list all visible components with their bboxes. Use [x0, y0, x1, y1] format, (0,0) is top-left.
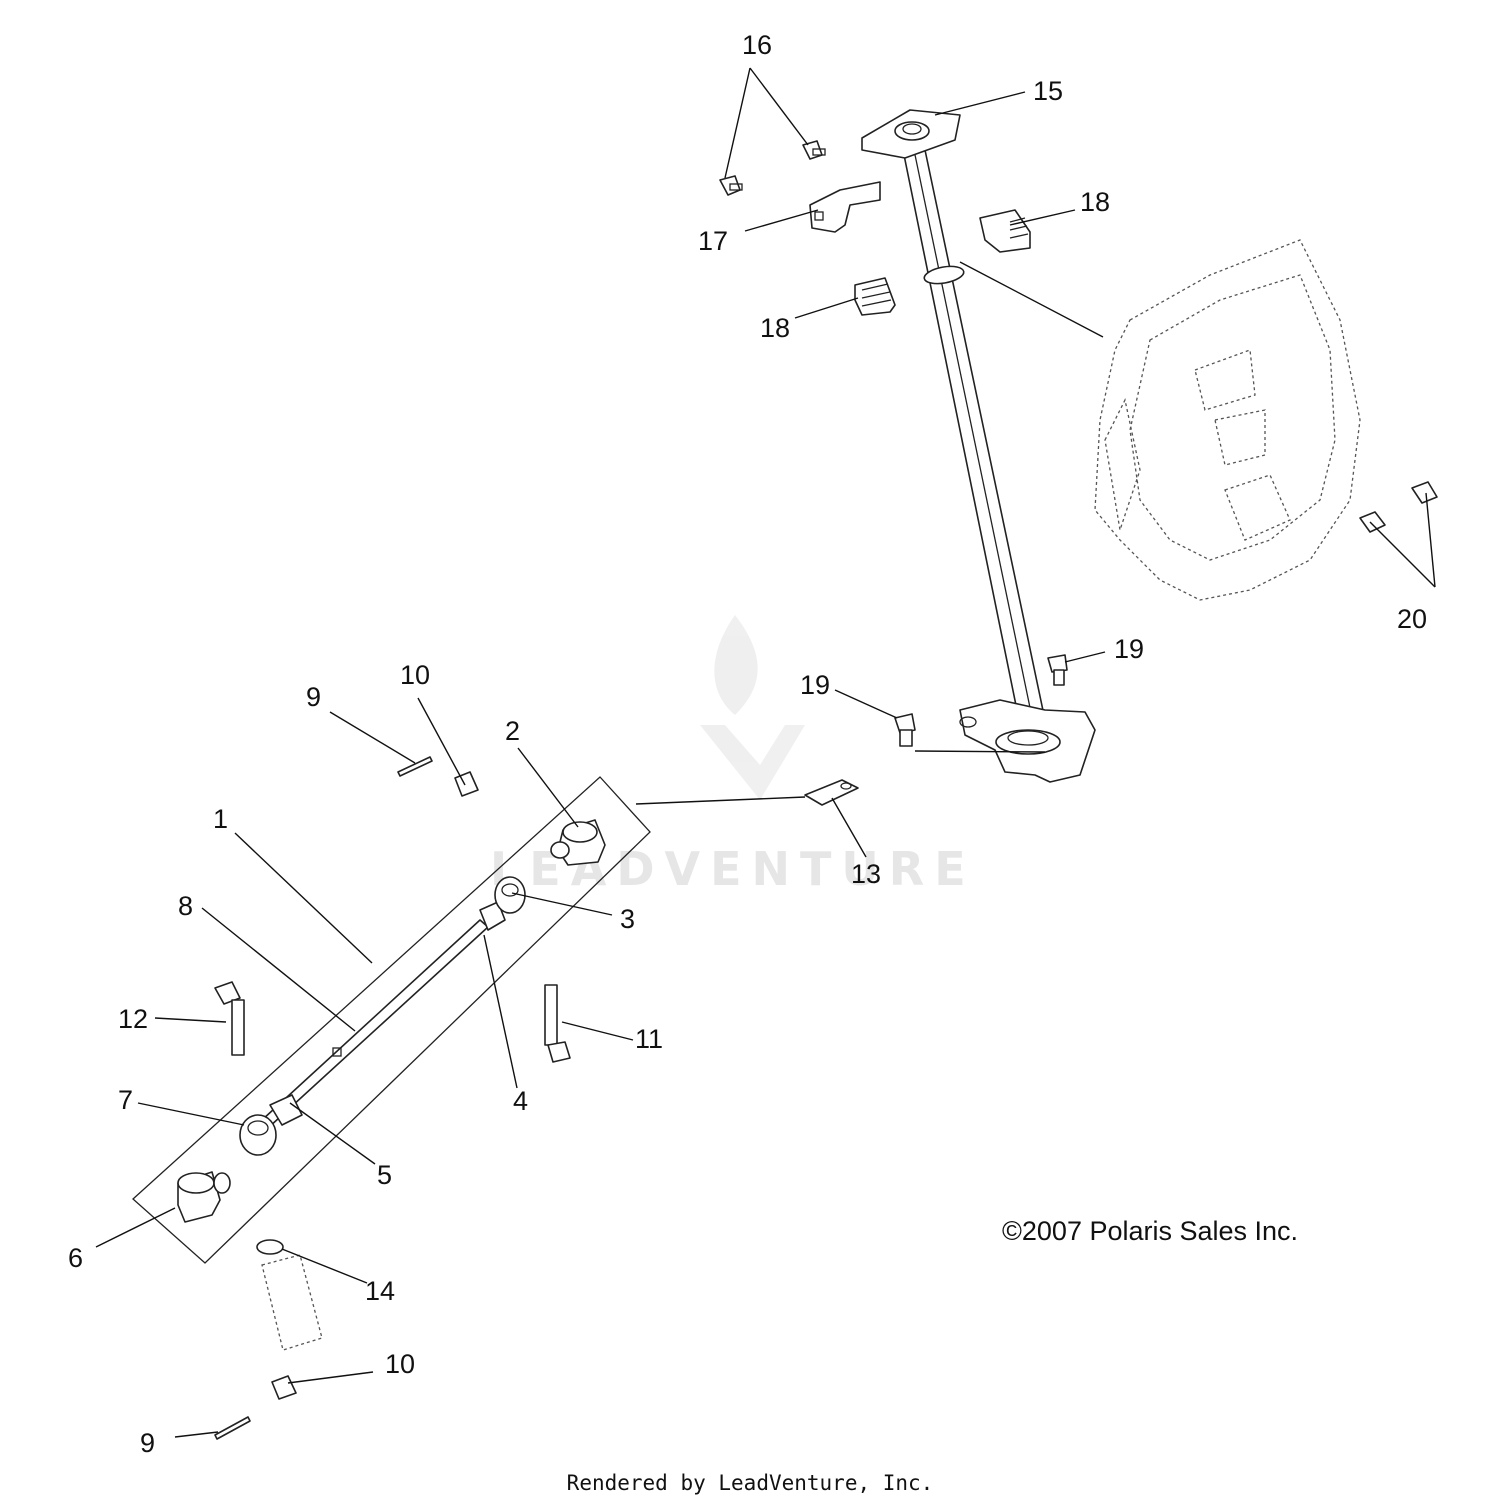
callout-18-upper: 18: [1080, 187, 1110, 217]
part-17-clamp-bracket: [809, 181, 881, 233]
part-6-rod-end-lower: [177, 1171, 231, 1223]
leadventure-watermark-logo: [700, 615, 805, 800]
part-18-bushing-lower: [854, 277, 896, 316]
callout-10-upper: 10: [400, 660, 430, 690]
callout-20: 20: [1397, 604, 1427, 634]
tie-rod-assembly: [239, 876, 526, 1156]
callout-4: 4: [513, 1086, 528, 1116]
part-9-cotter-pins: [214, 756, 433, 1440]
callout-labels: 16 15 18 17 18 20 19 19 10 9 2 1 13 8 3 …: [68, 30, 1427, 1458]
callout-19-right: 19: [1114, 634, 1144, 664]
callout-3: 3: [620, 904, 635, 934]
part-10-nut-lower: [271, 1375, 297, 1400]
callout-2: 2: [505, 716, 520, 746]
copyright-notice: ©2007 Polaris Sales Inc.: [1002, 1216, 1298, 1246]
callout-8: 8: [178, 891, 193, 921]
callout-9-upper: 9: [306, 682, 321, 712]
callout-9-lower: 9: [140, 1428, 155, 1458]
part-2-rod-end-upper: [550, 819, 606, 866]
rendered-by-footer: Rendered by LeadVenture, Inc.: [567, 1471, 934, 1495]
callout-14: 14: [365, 1276, 395, 1306]
callout-15: 15: [1033, 76, 1063, 106]
part-12-bolt: [214, 981, 245, 1056]
part-18-bushing-upper: [979, 209, 1031, 253]
steering-gearbox-lower: [959, 699, 1096, 783]
callout-19-left: 19: [800, 670, 830, 700]
part-20-nuts: [1359, 481, 1438, 533]
leader-lines: [95, 67, 1436, 1438]
tie-rod-kit-outline: [132, 776, 651, 1264]
part-13-tab-plate: [804, 779, 859, 806]
callout-12: 12: [118, 1004, 148, 1034]
callout-18-lower: 18: [760, 313, 790, 343]
callout-6: 6: [68, 1243, 83, 1273]
part-14-washer-sleeve: [256, 1239, 323, 1351]
part-11-bolt: [544, 984, 571, 1063]
callout-13: 13: [851, 859, 881, 889]
part-16-bolts: [719, 140, 826, 196]
callout-7: 7: [118, 1085, 133, 1115]
callout-5: 5: [377, 1160, 392, 1190]
callout-11: 11: [635, 1024, 663, 1054]
part-19-bolts: [894, 654, 1068, 747]
part-15-steering-mount-plate: [861, 109, 961, 159]
callout-17: 17: [698, 226, 728, 256]
callout-16: 16: [742, 30, 772, 60]
part-10-nut-upper: [454, 771, 479, 797]
callout-1: 1: [213, 804, 228, 834]
callout-10-lower: 10: [385, 1349, 415, 1379]
dash-panel-ghost: [1094, 239, 1361, 601]
